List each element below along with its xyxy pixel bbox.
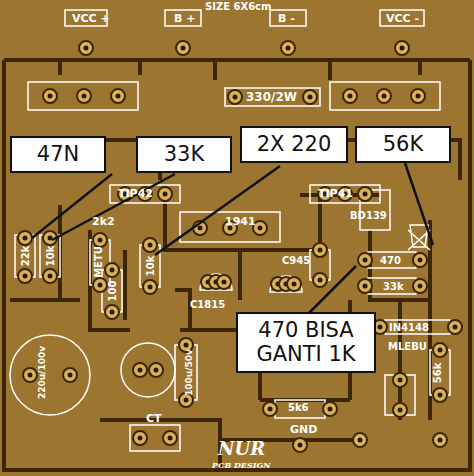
callout-box: 470 BISA GANTI 1K	[236, 312, 376, 373]
solder-pad	[105, 263, 119, 277]
solder-pad	[111, 89, 125, 103]
solder-pad	[163, 431, 177, 445]
callout-text: 56K	[365, 132, 441, 156]
callout-text: 47N	[20, 142, 96, 166]
solder-pad	[18, 269, 32, 283]
solder-pad	[228, 90, 242, 104]
resistor-value: 22k	[21, 246, 31, 267]
solder-pad	[149, 363, 163, 377]
leader-lines	[32, 163, 433, 322]
part-name: 1941	[225, 216, 256, 227]
callout-text: 470 BISA GANTI 1K	[246, 318, 366, 366]
solder-pad	[18, 231, 32, 245]
designer-logo: NUR	[218, 440, 265, 458]
resistor-value: 56k	[433, 363, 443, 384]
solder-pad	[105, 305, 119, 319]
solder-pad	[358, 253, 372, 267]
terminal-name: B -	[278, 13, 295, 24]
terminal-name: VCC -	[386, 13, 419, 24]
solder-pad	[377, 89, 391, 103]
solder-pad	[433, 388, 447, 402]
solder-pad	[158, 187, 172, 201]
part-name: IN4148	[389, 323, 429, 333]
solder-pad	[79, 41, 93, 55]
solder-pad	[393, 373, 407, 387]
capacitor-value: 220u/100v	[38, 346, 47, 399]
callout-text: 2X 220	[250, 132, 338, 156]
solder-pad	[343, 89, 357, 103]
solder-pads	[18, 41, 462, 452]
signal-name: GND	[290, 424, 317, 435]
board-size: SIZE 6X6cm	[205, 2, 271, 12]
callout-box: 33K	[136, 136, 232, 173]
designer-logo: PCB DESIGN	[212, 461, 271, 469]
solder-pad	[63, 368, 77, 382]
silkscreen-outlines	[10, 10, 450, 451]
solder-pad	[358, 187, 372, 201]
signal-name: METU	[94, 246, 104, 278]
solder-pad	[413, 253, 427, 267]
solder-pad	[411, 89, 425, 103]
solder-pad	[133, 431, 147, 445]
terminal-name: B +	[174, 13, 195, 24]
part-name: BD139	[350, 211, 387, 221]
solder-pad	[133, 363, 147, 377]
solder-pad	[263, 402, 277, 416]
part-name: TIP42	[118, 188, 153, 199]
callout-box: 47N	[10, 136, 106, 173]
solder-pad	[433, 343, 447, 357]
solder-pad	[93, 233, 107, 247]
resistor-value: 10k	[46, 246, 56, 267]
isolation-gaps	[4, 60, 470, 470]
resistor-value: 2k2	[92, 216, 115, 227]
resistor-value: 10k	[146, 256, 156, 277]
solder-pad	[293, 438, 307, 452]
resistor-value: 330/2W	[246, 91, 297, 103]
solder-pad	[43, 89, 57, 103]
resistor-value: 5k6	[288, 403, 309, 413]
solder-pad	[23, 368, 37, 382]
solder-pad	[313, 273, 327, 287]
resistor-value: 33k	[383, 282, 404, 292]
solder-pad	[143, 280, 157, 294]
callout-box: 2X 220	[240, 126, 348, 163]
solder-pad	[143, 238, 157, 252]
solder-pad	[323, 402, 337, 416]
solder-pad	[281, 41, 295, 55]
part-name: TIP41	[318, 188, 353, 199]
solder-pad	[217, 275, 231, 289]
solder-pad	[393, 403, 407, 417]
solder-pad	[77, 89, 91, 103]
solder-pad	[287, 277, 301, 291]
solder-pad	[303, 90, 317, 104]
solder-pad	[413, 279, 427, 293]
capacitor-value: 100u/50v	[185, 349, 194, 396]
resistor-value: 100	[108, 281, 118, 302]
part-name: C1815	[190, 300, 225, 310]
terminal-name: VCC +	[72, 13, 110, 24]
solder-pad	[358, 279, 372, 293]
solder-pad	[353, 433, 367, 447]
signal-name: CT	[146, 413, 162, 424]
solder-pad	[43, 269, 57, 283]
solder-pad	[176, 41, 190, 55]
solder-pad	[395, 41, 409, 55]
resistor-value: 470	[380, 256, 401, 266]
callout-text: 33K	[146, 142, 222, 166]
solder-pad	[93, 278, 107, 292]
part-name: C945	[282, 256, 310, 266]
solder-pad	[433, 433, 447, 447]
solder-pad	[313, 243, 327, 257]
signal-name: MLEBU	[388, 342, 427, 352]
solder-pad	[448, 320, 462, 334]
callout-box: 56K	[355, 126, 451, 163]
